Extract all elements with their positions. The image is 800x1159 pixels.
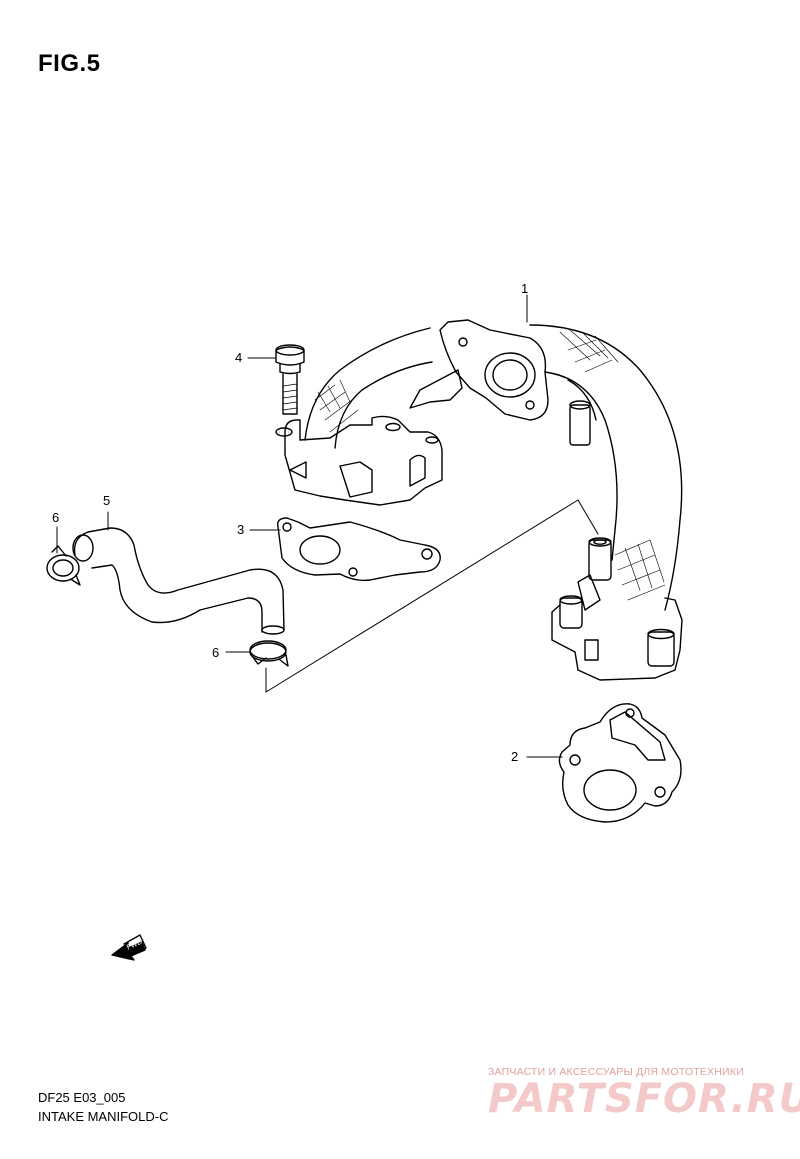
hose-clamp-right	[249, 640, 289, 667]
bolt	[275, 344, 305, 415]
figure-title: FIG.5	[38, 50, 101, 77]
callout-4: 4	[235, 350, 243, 365]
callout-6-left: 6	[52, 510, 60, 525]
hose-clamp-left	[46, 545, 81, 586]
fwd-arrow-icon	[111, 934, 147, 961]
callout-2: 2	[511, 749, 519, 764]
leader-lines	[56, 294, 599, 758]
gasket-upper	[277, 517, 441, 582]
diagram-code: DF25 E03_005	[38, 1090, 126, 1105]
intake-manifold	[275, 319, 683, 681]
watermark-brand: PARTSFOR.RU	[488, 1076, 800, 1122]
callout-1: 1	[521, 281, 529, 296]
callout-5: 5	[103, 493, 111, 508]
gasket-lower	[558, 703, 682, 823]
watermark-tagline: ЗАПЧАСТИ И АКСЕССУАРЫ ДЛЯ МОТОТЕХНИКИ	[488, 1066, 744, 1078]
diagram-caption: INTAKE MANIFOLD-C	[38, 1109, 169, 1124]
callout-3: 3	[237, 522, 245, 537]
hose	[72, 527, 285, 635]
callout-6-right: 6	[212, 645, 220, 660]
